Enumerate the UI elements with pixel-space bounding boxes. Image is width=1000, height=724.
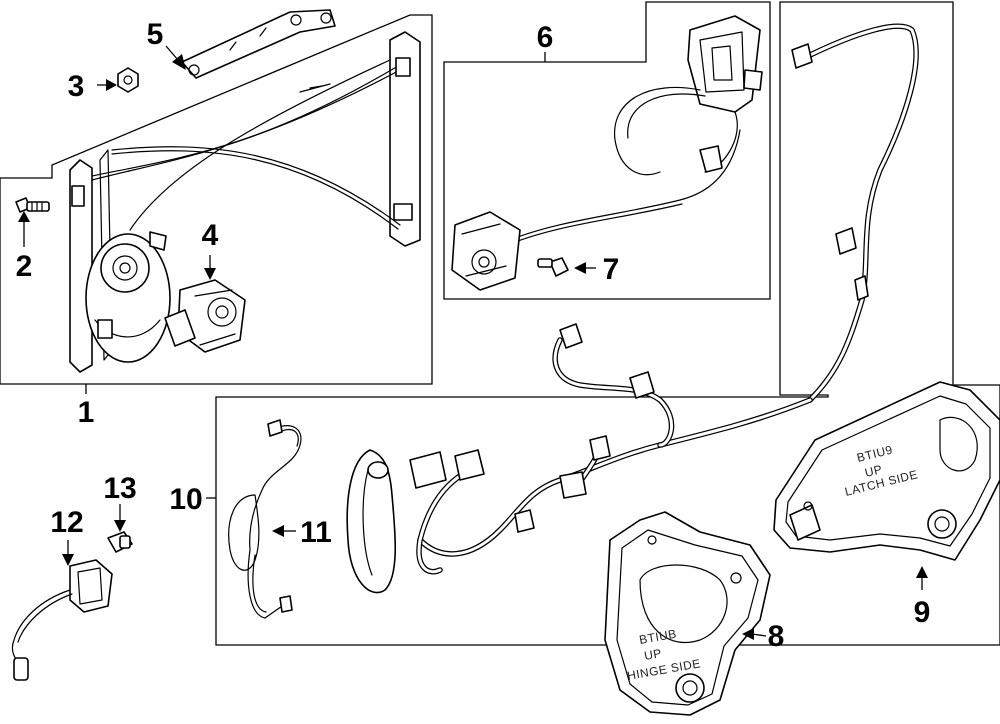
callout-9: 9 — [914, 596, 931, 629]
door-lock-actuator — [451, 15, 763, 291]
sensor-wire — [228, 419, 302, 619]
main-wiring-harness-upper — [791, 23, 919, 403]
screw-part — [537, 257, 569, 277]
hinge-panel-decal-line-1: BTIUB — [638, 627, 678, 647]
callout-12: 12 — [50, 506, 83, 539]
callout-8: 8 — [768, 620, 785, 653]
group-box-window-regulator — [0, 14, 433, 385]
lower-wiring-harness — [346, 323, 813, 594]
window-regulator — [69, 31, 421, 373]
callout-1: 1 — [78, 396, 95, 429]
callout-6: 6 — [537, 21, 554, 54]
callout-10: 10 — [169, 483, 202, 516]
nut-part — [117, 67, 139, 93]
leader-lines — [18, 45, 928, 640]
door-sensor — [11, 559, 113, 681]
callout-11: 11 — [300, 516, 332, 549]
callout-2: 2 — [16, 250, 33, 283]
callout-4: 4 — [202, 219, 219, 252]
group-box-door-lock — [443, 1, 771, 300]
callout-5: 5 — [147, 18, 164, 51]
group-box-wiring-harness — [215, 1, 1000, 646]
callout-7: 7 — [603, 253, 620, 286]
callout-3: 3 — [68, 70, 85, 103]
callout-numbers: 1 2 3 4 5 6 7 8 9 10 11 12 13 — [16, 18, 931, 653]
regulator-motor — [164, 279, 246, 353]
bracket-part — [181, 9, 336, 79]
bolt-part — [15, 197, 50, 213]
hinge-panel-decal-line-2: UP — [643, 646, 663, 663]
hinge-side-panel: BTIUB UP HINGE SIDE — [604, 511, 771, 716]
small-plug — [107, 531, 133, 553]
latch-side-panel: BTIU9 UP LATCH SIDE — [773, 381, 1000, 561]
callout-13: 13 — [103, 472, 136, 505]
latch-panel-decal-line-2: UP — [863, 462, 884, 480]
